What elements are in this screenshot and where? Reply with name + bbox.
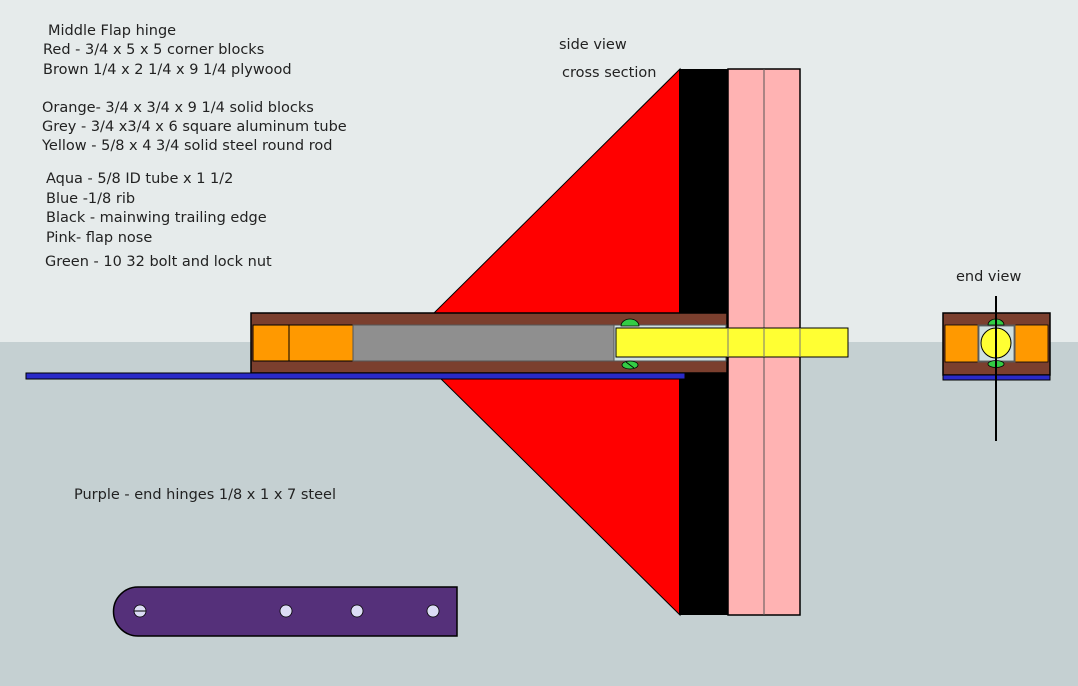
orange-block (252, 324, 354, 362)
side-view-label: side view (559, 37, 627, 53)
legend-red: Red - 3/4 x 5 x 5 corner blocks (43, 42, 265, 58)
steel-rod (615, 327, 849, 358)
end-view-label: end view (956, 269, 1022, 285)
cross-section-label: cross section (562, 65, 657, 81)
diagram-title: Middle Flap hinge (48, 23, 177, 39)
hinge-hole-4 (426, 604, 440, 618)
legend-grey: Grey - 3/4 x3/4 x 6 square aluminum tube (42, 119, 347, 135)
legend-pink: Pink- flap nose (46, 230, 153, 246)
legend-green: Green - 10 32 bolt and lock nut (45, 254, 272, 270)
legend-aqua: Aqua - 5/8 ID tube x 1 1/2 (46, 171, 234, 187)
end-view-orange-right (1014, 324, 1049, 363)
legend-brown: Brown 1/4 x 2 1/4 x 9 1/4 plywood (43, 62, 292, 78)
hinge-hole-2 (279, 604, 293, 618)
hinge-hole-3 (350, 604, 364, 618)
legend-black: Black - mainwing trailing edge (46, 210, 267, 226)
lock-nut-mark (625, 361, 635, 369)
legend-orange: Orange- 3/4 x 3/4 x 9 1/4 solid blocks (42, 100, 314, 116)
legend-blue: Blue -1/8 rib (46, 191, 136, 207)
legend-yellow: Yellow - 5/8 x 4 3/4 solid steel round r… (42, 138, 333, 154)
end-view-orange-left (944, 324, 979, 363)
bolt-head (620, 318, 640, 327)
aluminum-tube (352, 324, 628, 362)
blue-rib (25, 372, 686, 380)
legend-purple: Purple - end hinges 1/8 x 1 x 7 steel (74, 487, 336, 503)
